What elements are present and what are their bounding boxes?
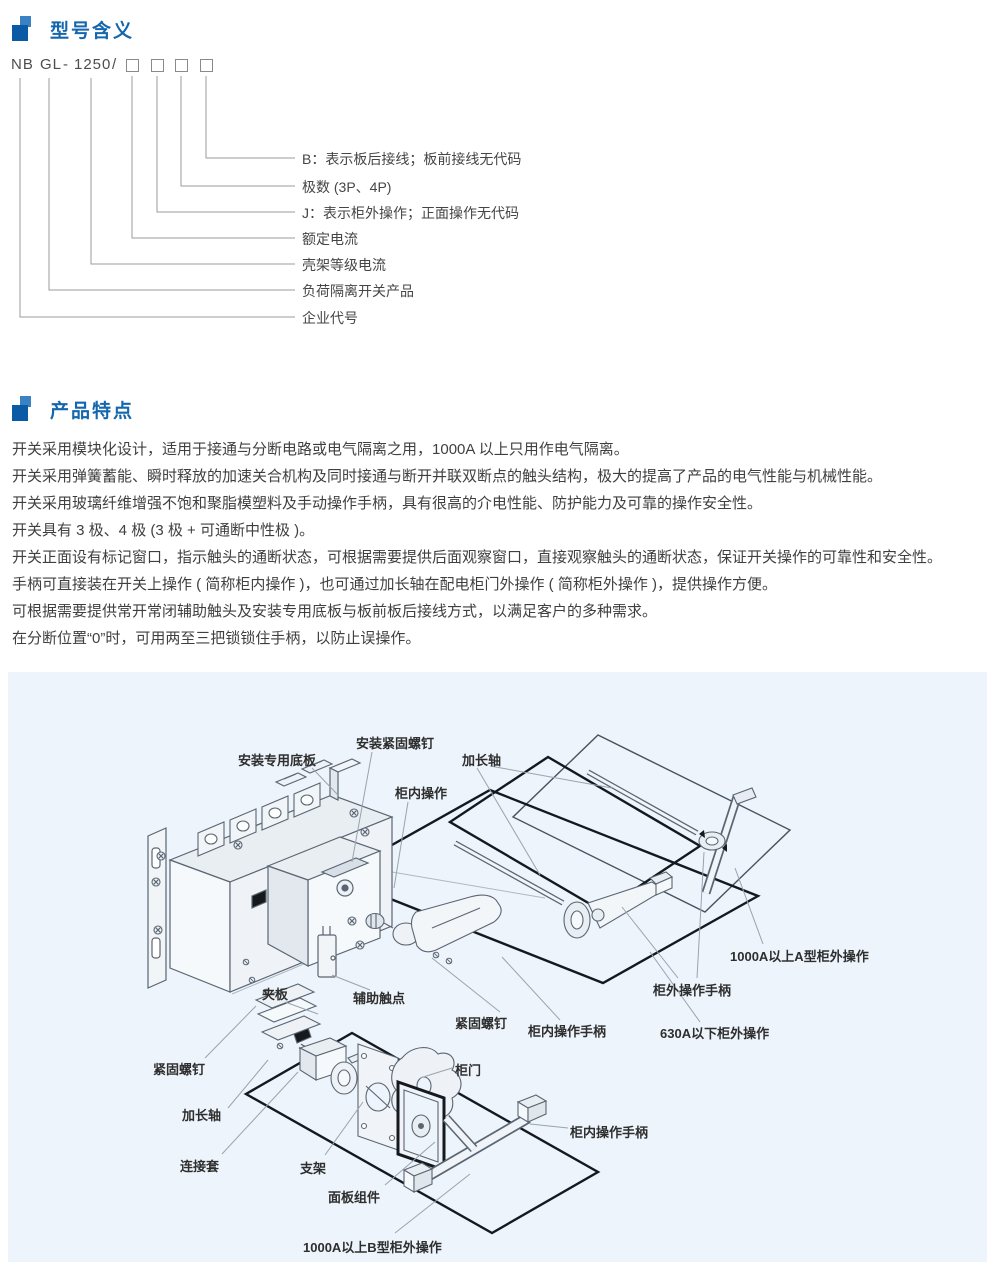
diagram-label-above-1000a-type-b: 1000A以上B型柜外操作 bbox=[303, 1240, 442, 1255]
installation-diagram-art bbox=[147, 734, 792, 1235]
feature-item: 开关采用模块化设计，适用于接通与分断电路或电气隔离之用，1000A 以上只用作电… bbox=[12, 441, 629, 458]
diagram-label-above-1000a-type-a: 1000A以上A型柜外操作 bbox=[730, 949, 869, 964]
diagram-label-extension-shaft-bottom: 加长轴 bbox=[182, 1108, 222, 1123]
diagram-label-bracket: 支架 bbox=[300, 1161, 327, 1176]
diagram-label-connection-sleeve: 连接套 bbox=[180, 1159, 220, 1174]
feature-item: 开关正面设有标记窗口，指示触头的通断状态，可根据需要提供后面观察窗口，直接观察触… bbox=[12, 549, 943, 566]
feature-item: 开关具有 3 极、4 极 (3 极 + 可通断中性极 )。 bbox=[12, 522, 315, 539]
diagram-label-mounting-base-plate: 安装专用底板 bbox=[238, 753, 317, 768]
model-label: 额定电流 bbox=[302, 231, 358, 247]
feature-item: 手柄可直接装在开关上操作 ( 简称柜内操作 )，也可通过加长轴在配电柜门外操作 … bbox=[12, 576, 777, 593]
model-code-part: NB bbox=[11, 56, 34, 73]
diagram-label-below-630a: 630A以下柜外操作 bbox=[660, 1026, 770, 1041]
diagram-label-in-cabinet-handle-mid: 柜内操作手柄 bbox=[528, 1024, 607, 1039]
model-label: 企业代号 bbox=[302, 310, 358, 326]
model-label: B：表示板后接线；板前接线无代码 bbox=[302, 151, 522, 167]
model-label: 负荷隔离开关产品 bbox=[302, 283, 414, 299]
model-connector-lines bbox=[19, 76, 295, 318]
diagram-label-panel-assembly: 面板组件 bbox=[328, 1190, 381, 1205]
feature-item: 开关采用玻璃纤维增强不饱和聚脂模塑料及手动操作手柄，具有很高的介电性能、防护能力… bbox=[12, 495, 763, 512]
model-placeholder-box bbox=[151, 59, 164, 72]
section-title-model-meaning: 型号含义 bbox=[50, 21, 135, 42]
diagram-label-mounting-fastening-screw: 安装紧固螺钉 bbox=[356, 736, 435, 751]
feature-item: 可根据需要提供常开常闭辅助触头及安装专用底板与板前板后接线方式，以满足客户的多种… bbox=[12, 603, 658, 620]
diagram-label-extension-shaft-top: 加长轴 bbox=[462, 753, 502, 768]
diagram-label-out-cabinet-handle: 柜外操作手柄 bbox=[653, 983, 732, 998]
model-code-part: GL bbox=[40, 56, 63, 73]
model-code-part: 1250 bbox=[74, 56, 112, 73]
model-code-part: / bbox=[112, 56, 118, 73]
section-marker-icon bbox=[12, 16, 42, 44]
model-label: 极数 (3P、4P) bbox=[302, 179, 392, 195]
model-placeholder-box bbox=[126, 59, 139, 72]
feature-item: 在分断位置“0”时，可用两至三把锁锁住手柄，以防止误操作。 bbox=[12, 630, 421, 647]
model-placeholder-box bbox=[200, 59, 213, 72]
diagram-label-cabinet-door: 柜门 bbox=[455, 1063, 482, 1078]
section-title-features: 产品特点 bbox=[50, 401, 135, 422]
model-placeholder-box bbox=[175, 59, 188, 72]
diagram-label-fastening-screw-mid: 紧固螺钉 bbox=[455, 1016, 508, 1031]
model-code-part: - bbox=[63, 56, 69, 73]
installation-diagram-panel: 安装专用底板 安装紧固螺钉 加长轴 柜内操作 夹板 辅助触点 紧固螺钉 柜内操作… bbox=[8, 672, 987, 1262]
diagram-label-clamp-plate: 夹板 bbox=[262, 987, 289, 1002]
diagram-label-fastening-screw-left: 紧固螺钉 bbox=[153, 1062, 206, 1077]
diagram-label-in-cabinet-operation: 柜内操作 bbox=[395, 786, 448, 801]
model-label: 壳架等级电流 bbox=[302, 257, 386, 273]
section-marker-icon bbox=[12, 396, 42, 424]
type-a-panel-outline bbox=[511, 734, 792, 913]
model-label: J：表示柜外操作；正面操作无代码 bbox=[302, 205, 519, 221]
feature-item: 开关采用弹簧蓄能、瞬时释放的加速关合机构及同时接通与断开并联双断点的触头结构，极… bbox=[12, 468, 883, 485]
feature-list: 开关采用模块化设计，适用于接通与分断电路或电气隔离之用，1000A 以上只用作电… bbox=[12, 436, 987, 652]
diagram-label-auxiliary-contact: 辅助触点 bbox=[353, 991, 406, 1006]
diagram-label-in-cabinet-handle-bottom: 柜内操作手柄 bbox=[570, 1125, 649, 1140]
